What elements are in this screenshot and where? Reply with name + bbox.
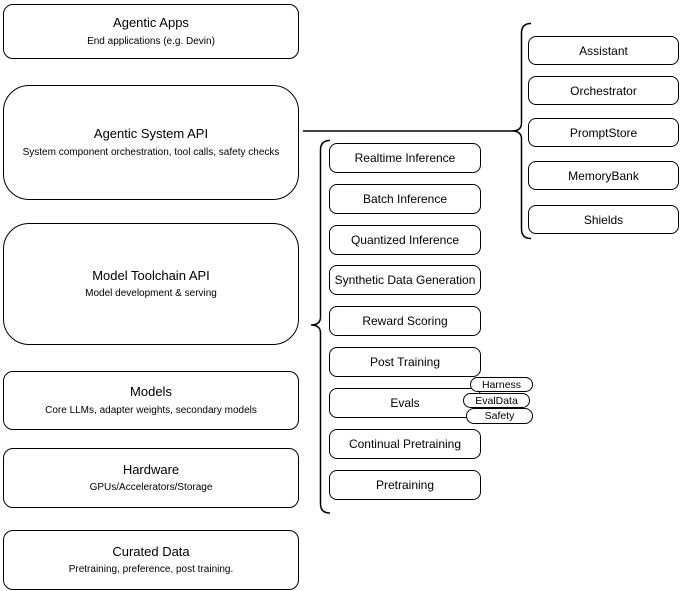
node-subtitle: GPUs/Accelerators/Storage [89, 482, 213, 494]
node-model-toolchain-api: Model Toolchain API Model development & … [3, 223, 299, 345]
node-subtitle: End applications (e.g. Devin) [87, 35, 215, 47]
node-post-training: Post Training [329, 347, 481, 377]
tag-evaldata: EvalData [463, 393, 530, 408]
node-title: Agentic Apps [113, 15, 189, 31]
node-assistant: Assistant [528, 36, 679, 65]
node-subtitle: Pretraining, preference, post training. [68, 564, 234, 576]
node-title: Curated Data [112, 543, 190, 559]
node-pretraining: Pretraining [329, 470, 481, 500]
node-agentic-system-api: Agentic System API System component orch… [3, 85, 299, 200]
node-title: Hardware [122, 461, 180, 477]
node-title: Model Toolchain API [92, 267, 210, 283]
node-evals: Evals [329, 388, 481, 418]
node-title: Models [130, 384, 172, 400]
node-agentic-apps: Agentic Apps End applications (e.g. Devi… [3, 4, 299, 59]
node-orchestrator: Orchestrator [528, 76, 679, 105]
node-subtitle: Core LLMs, adapter weights, secondary mo… [45, 404, 257, 416]
node-realtime-inference: Realtime Inference [329, 143, 481, 173]
node-subtitle: System component orchestration, tool cal… [22, 146, 280, 158]
node-quantized-inference: Quantized Inference [329, 225, 481, 255]
node-shields: Shields [528, 205, 679, 234]
node-continual-pretraining: Continual Pretraining [329, 429, 481, 459]
tag-safety: Safety [466, 408, 533, 424]
node-synthetic-data-generation: Synthetic Data Generation [329, 265, 481, 295]
node-curated-data: Curated Data Pretraining, preference, po… [3, 530, 299, 590]
node-reward-scoring: Reward Scoring [329, 306, 481, 336]
node-models: Models Core LLMs, adapter weights, secon… [3, 371, 299, 430]
node-subtitle: Model development & serving [85, 288, 217, 300]
node-hardware: Hardware GPUs/Accelerators/Storage [3, 448, 299, 508]
node-promptstore: PromptStore [528, 118, 679, 147]
tag-harness: Harness [470, 377, 533, 392]
node-memorybank: MemoryBank [528, 161, 679, 190]
node-title: Agentic System API [93, 126, 209, 142]
brace-toolchain [310, 139, 331, 514]
node-batch-inference: Batch Inference [329, 184, 481, 214]
